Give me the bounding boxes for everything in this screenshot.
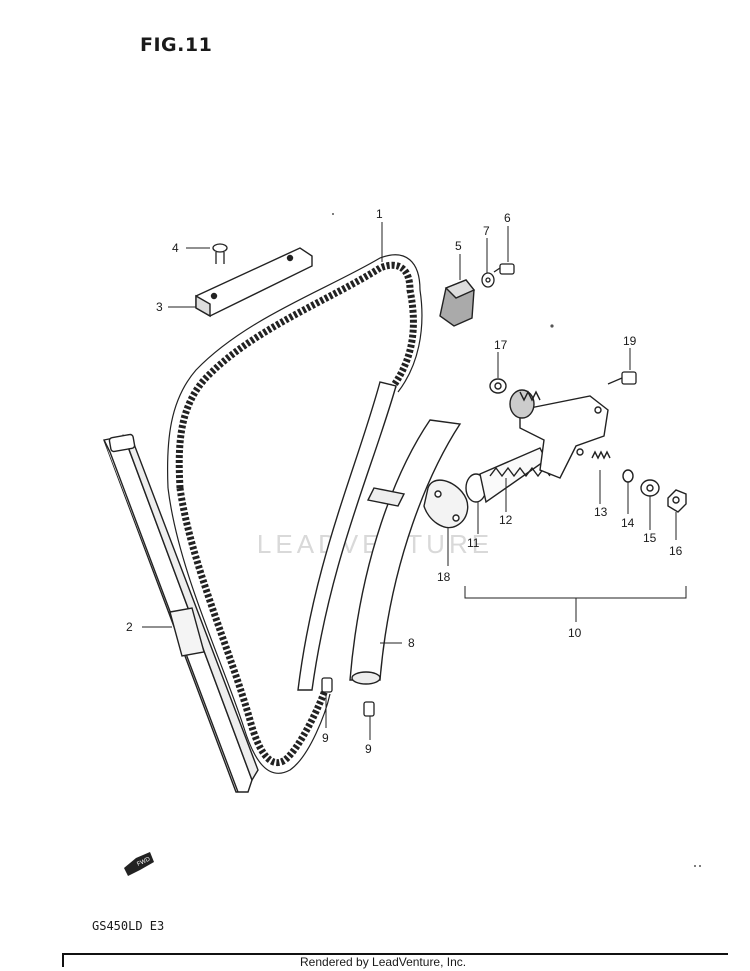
part-3-guide-plate (195, 247, 313, 318)
part-13-spring (591, 450, 611, 460)
part-5-damper (439, 279, 476, 327)
bottom-divider (62, 953, 728, 955)
part-15-washer (640, 479, 660, 497)
callout-1: 1 (376, 207, 383, 221)
part-7-washer (481, 272, 495, 288)
part-17-washer (489, 378, 507, 394)
part-12-spring (489, 466, 551, 478)
part-14-ring (622, 469, 634, 483)
callout-13: 13 (594, 505, 608, 519)
part-9-pin-right (363, 701, 375, 717)
part-6-bolt (493, 263, 515, 275)
callout-16: 16 (669, 544, 683, 558)
callout-3: 3 (156, 300, 163, 314)
callout-10: 10 (568, 626, 582, 640)
callout-18: 18 (437, 570, 451, 584)
callout-12: 12 (499, 513, 513, 527)
chain-guide-right (297, 381, 397, 691)
callout-5: 5 (455, 239, 462, 253)
rendered-by-footer: Rendered by LeadVenture, Inc. (300, 955, 467, 969)
callout-2: 2 (126, 620, 133, 634)
part-19-bolt (607, 371, 637, 385)
callout-labels: 1 2 3 4 5 6 7 8 9 9 10 11 12 13 14 15 16… (126, 207, 683, 756)
fwd-arrow-icon: FWD (124, 852, 154, 876)
callout-17: 17 (494, 338, 508, 352)
callout-19: 19 (623, 334, 637, 348)
part-10-tensioner-body (509, 389, 609, 479)
part-8-tensioner-guide (349, 419, 462, 685)
part-9-pin-left (321, 677, 333, 693)
model-code: GS450LD E3 (92, 919, 165, 933)
figure-title: FIG.11 (140, 34, 213, 56)
callout-8: 8 (408, 636, 415, 650)
callout-9-right: 9 (365, 742, 372, 756)
part-2-chain-guide (103, 433, 259, 793)
scan-specks (332, 213, 701, 867)
part-1-cam-chain (166, 254, 423, 774)
part-18-gasket (423, 479, 469, 529)
callout-4: 4 (172, 241, 179, 255)
callout-6: 6 (504, 211, 511, 225)
callout-9-left: 9 (322, 731, 329, 745)
leader-lines (142, 222, 687, 740)
callout-15: 15 (643, 531, 657, 545)
callout-14: 14 (621, 516, 635, 530)
callout-11: 11 (467, 536, 480, 550)
part-4-screw (212, 243, 228, 264)
part-16-nut (667, 489, 687, 513)
callout-7: 7 (483, 224, 490, 238)
bottom-divider-tick (62, 953, 64, 967)
fwd-label: FWD (136, 856, 152, 867)
